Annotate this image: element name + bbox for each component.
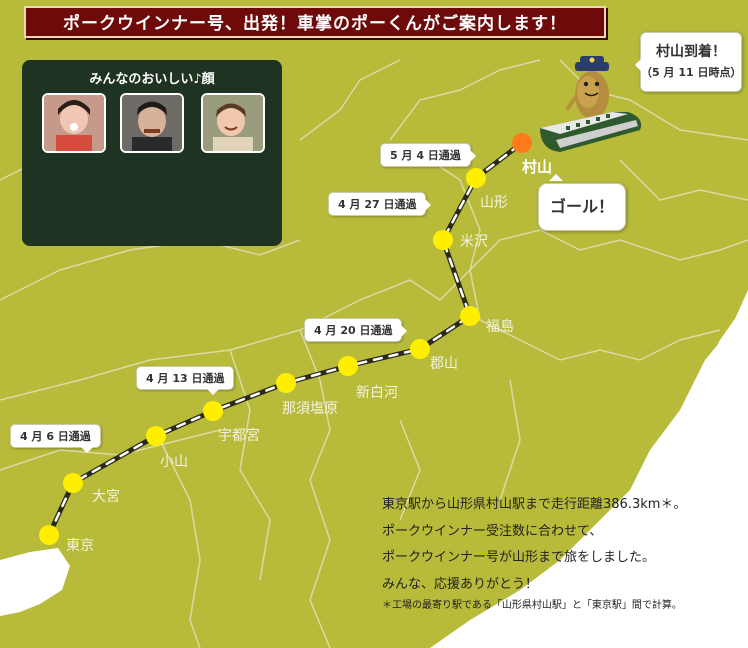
station-dot-tokyo [39,525,59,545]
station-label-fukushima: 福島 [486,319,514,335]
station-label-oyama: 小山 [160,454,188,470]
man-eating-photo[interactable] [120,93,184,153]
child-smiling-image [203,95,263,151]
station-label-shinshirakawa: 新白河 [356,385,398,401]
station-dot-utsunomiya [203,401,223,421]
station-label-omiya: 大宮 [92,489,120,505]
arrival-title: 村山到着！ [656,44,726,60]
gallery-title: みんなのおいしい♪顔 [89,72,215,87]
man-eating-image [122,95,182,151]
station-dot-yonezawa [433,230,453,250]
info-line-distance: 東京駅から山形県村山駅まで走行距離386.3km＊。 [382,497,687,512]
goal-bubble: ゴール！ [538,174,626,231]
station-label-tokyo: 東京 [66,538,94,554]
info-line-orders: ポークウインナー受注数に合わせて、 [382,523,603,539]
journey-info-text: 東京駅から山形県村山駅まで走行距離386.3km＊。 ポークウインナー受注数に合… [382,492,742,614]
sea-coast-right [440,300,748,648]
arrival-date: （5 月 11 日時点） [641,66,742,79]
station-dot-murayama-goal [512,133,532,153]
station-dot-yamagata [466,168,486,188]
station-dot-omiya [63,473,83,493]
page-title-banner: ポークウインナー号、出発！車掌のポーくんがご案内します！ [24,6,606,38]
shinkansen-train-icon [540,112,642,152]
station-dot-oyama [146,426,166,446]
sea-bay [0,548,70,616]
station-dots [39,168,486,545]
info-footnote: ＊工場の最寄り駅である「山形県村山駅」と「東京駅」間で計算。 [382,600,682,611]
milestone-apr20: 4 月 20 日通過 [304,318,408,342]
milestone-apr6: 4 月 6 日通過 [10,424,101,453]
info-line-thanks: みんな、応援ありがとう！ [382,576,539,592]
station-dot-shinshirakawa [338,356,358,376]
station-label-koriyama: 郡山 [430,356,458,372]
child-smiling-photo[interactable] [201,93,265,153]
station-label-yamagata: 山形 [480,195,508,211]
milestone-apr13: 4 月 13 日通過 [136,366,235,395]
girl-with-food-image [44,95,104,151]
girl-with-food-photo[interactable] [42,93,106,153]
arrival-bubble: 村山到着！ （5 月 11 日時点） [635,32,742,92]
station-label-yonezawa: 米沢 [460,234,488,250]
milestone-may4: 5 月 4 日通過 [380,143,476,167]
photo-gallery-panel: みんなのおいしい♪顔 [22,60,282,246]
info-line-journey: ポークウインナー号が山形まで旅をしました。 [382,550,656,565]
conductor-mascot-icon [566,56,609,119]
station-dot-fukushima [460,306,480,326]
station-dot-nasushiobara [276,373,296,393]
milestone-apr27: 4 月 27 日通過 [328,192,432,216]
station-label-utsunomiya: 宇都宮 [218,428,260,444]
station-label-murayama: 村山 [522,158,552,176]
station-dot-koriyama [410,339,430,359]
station-label-nasushiobara: 那須塩原 [282,401,338,417]
